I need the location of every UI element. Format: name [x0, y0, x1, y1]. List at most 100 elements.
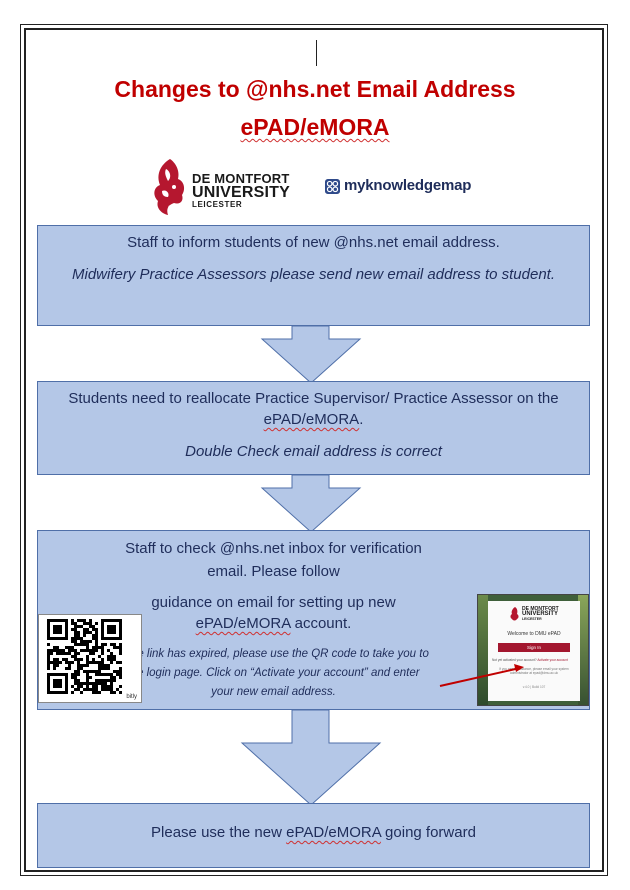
step-1-box: Staff to inform students of new @nhs.net…	[37, 225, 590, 326]
qr-module	[56, 652, 59, 655]
qr-module	[53, 646, 56, 649]
qr-module	[86, 682, 89, 685]
qr-module	[74, 649, 77, 652]
qr-module	[74, 673, 77, 676]
qr-module	[86, 655, 89, 658]
qr-module	[53, 664, 56, 667]
qr-module	[95, 640, 98, 643]
qr-module	[98, 664, 101, 667]
qr-module	[98, 679, 101, 682]
qr-module	[107, 658, 110, 661]
qr-module	[80, 691, 83, 694]
dmu-griffin-icon	[150, 157, 188, 217]
qr-module	[92, 628, 95, 631]
qr-module	[110, 676, 113, 679]
qr-module	[104, 685, 107, 688]
qr-module	[113, 643, 116, 646]
qr-code[interactable]: bitly	[38, 614, 142, 703]
qr-module	[86, 640, 89, 643]
qr-module	[47, 655, 50, 658]
qr-module	[89, 676, 92, 679]
qr-module	[119, 652, 122, 655]
dmu-logo: DE MONTFORT UNIVERSITY LEICESTER	[150, 155, 290, 217]
qr-module	[47, 643, 50, 646]
qr-module	[95, 649, 98, 652]
qr-module	[53, 667, 56, 670]
qr-module	[89, 619, 92, 622]
qr-module	[110, 658, 113, 661]
qr-module	[86, 676, 89, 679]
qr-module	[107, 655, 110, 658]
page-subtitle: ePAD/eMORA	[0, 114, 630, 141]
qr-module	[80, 667, 83, 670]
qr-module	[95, 688, 98, 691]
qr-module	[59, 661, 62, 664]
qr-module	[86, 661, 89, 664]
qr-module	[68, 664, 71, 667]
qr-module	[101, 643, 104, 646]
qr-module	[77, 688, 80, 691]
qr-module	[50, 652, 53, 655]
qr-module	[74, 625, 77, 628]
shot-help-text: If you need assistance, please email you…	[494, 667, 574, 675]
qr-module	[77, 643, 80, 646]
qr-module	[92, 688, 95, 691]
qr-module	[101, 661, 104, 664]
qr-module	[83, 664, 86, 667]
qr-module	[119, 646, 122, 649]
qr-module	[80, 637, 83, 640]
qr-module	[65, 646, 68, 649]
qr-module	[68, 652, 71, 655]
qr-module	[119, 667, 122, 670]
qr-module	[47, 664, 50, 667]
step-2-check-note: Double Check email address is correct	[38, 443, 589, 460]
qr-module	[107, 667, 110, 670]
qr-module	[62, 652, 65, 655]
qr-module	[92, 649, 95, 652]
qr-module	[80, 640, 83, 643]
qr-module	[116, 688, 119, 691]
qr-module	[59, 649, 62, 652]
qr-module	[53, 649, 56, 652]
qr-module	[86, 664, 89, 667]
qr-finder-pattern	[107, 625, 116, 634]
qr-module	[65, 658, 68, 661]
qr-module	[92, 625, 95, 628]
qr-module	[101, 667, 104, 670]
qr-module	[86, 670, 89, 673]
qr-module	[71, 685, 74, 688]
qr-module	[47, 652, 50, 655]
qr-module	[101, 682, 104, 685]
qr-module	[104, 673, 107, 676]
qr-module	[80, 625, 83, 628]
qr-module	[74, 643, 77, 646]
qr-module	[119, 691, 122, 694]
qr-module	[98, 661, 101, 664]
qr-module	[92, 682, 95, 685]
step-3-account-text: account.	[290, 615, 351, 632]
qr-module	[53, 658, 56, 661]
qr-module	[113, 691, 116, 694]
qr-module	[98, 655, 101, 658]
qr-module	[119, 670, 122, 673]
subtitle-text: ePAD/eMORA	[240, 114, 389, 140]
qr-module	[113, 670, 116, 673]
qr-module	[47, 658, 50, 661]
qr-module	[86, 643, 89, 646]
qr-module	[77, 631, 80, 634]
qr-module	[56, 661, 59, 664]
qr-module	[119, 685, 122, 688]
qr-module	[89, 670, 92, 673]
qr-module	[68, 667, 71, 670]
qr-module	[71, 649, 74, 652]
qr-module	[110, 682, 113, 685]
qr-module	[65, 661, 68, 664]
qr-module	[77, 619, 80, 622]
login-page-screenshot: DE MONTFORT UNIVERSITY LEICESTER Welcome…	[477, 594, 589, 706]
mkm-wordmark: myknowledgemap	[344, 177, 471, 194]
qr-module	[86, 685, 89, 688]
qr-module	[116, 673, 119, 676]
shot-footer: v.4.0 | Build 107	[488, 685, 580, 689]
qr-module	[77, 679, 80, 682]
qr-module	[116, 670, 119, 673]
